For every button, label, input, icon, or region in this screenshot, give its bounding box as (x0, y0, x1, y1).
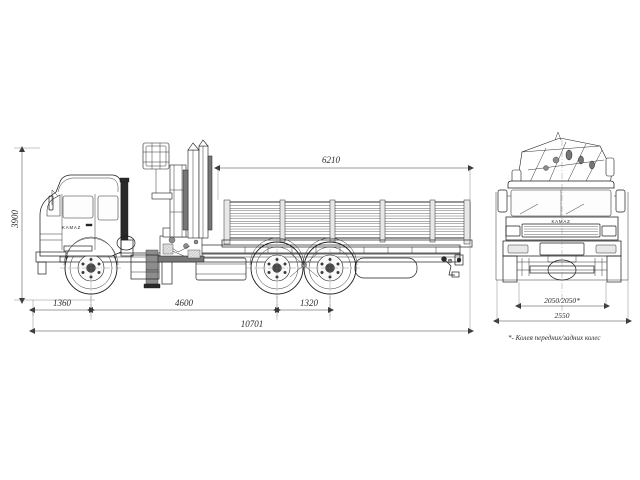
exhaust-muffler (354, 257, 418, 279)
platform-posts (223, 199, 471, 245)
bed-supports (244, 247, 437, 253)
rear-hitch (454, 254, 464, 266)
truck-cab: KAMAZ (35, 174, 136, 275)
dim-overall-length: 10701 (29, 240, 474, 334)
dim-track-label: 2050/2050* (544, 296, 580, 305)
crane-operator-cage (142, 142, 170, 170)
dimensions-side: 3900 6210 136 (10, 146, 474, 334)
rear-wheel-1-lugs (267, 258, 287, 279)
front-cab: KAMAZ (497, 180, 626, 241)
front-crane-stowed (511, 131, 615, 187)
cab-badge: KAMAZ (62, 225, 81, 230)
crane-linkage (165, 236, 199, 257)
front-view-body-edges (495, 192, 629, 281)
grille-badge: KAMAZ (551, 219, 570, 224)
dim-top-span: 6210 (214, 155, 474, 200)
dim-rear-axle-spacing-label: 1320 (300, 298, 319, 308)
footnote-track-note: *- Колея передних/задних колес (508, 334, 601, 342)
rear-wheel-2 (299, 238, 361, 320)
rear-fenders (249, 237, 358, 266)
dim-front-overhang-label: 1360 (53, 298, 72, 308)
front-elevation-view: KAMAZ (495, 131, 629, 312)
crane-assembly (142, 139, 213, 263)
dim-height-label: 3900 (10, 210, 20, 230)
dim-overall-height: 3900 (10, 146, 95, 304)
dim-overall-width-label: 2550 (555, 311, 570, 320)
front-bumper (502, 240, 622, 263)
dim-overall-length-label: 10701 (241, 319, 264, 329)
battery-box (130, 254, 160, 280)
dim-overall-width: 2550 (493, 280, 632, 324)
dim-wheelbase-label: 4600 (175, 298, 194, 308)
dim-top-span-label: 6210 (322, 155, 341, 165)
front-wheel-lugs (81, 258, 101, 279)
rear-wheel-2-lugs (320, 258, 340, 279)
dim-segment-chain: 1360 4600 1320 (29, 296, 334, 316)
dim-track: 2050/2050* (515, 282, 610, 309)
rear-stabilizer (441, 256, 460, 278)
side-elevation-view: KAMAZ (35, 139, 473, 320)
fuel-tank (195, 257, 247, 281)
dimensions-front: 2050/2050* 2550 *- Колея передних/задних… (493, 280, 632, 342)
cargo-platform (221, 199, 473, 253)
